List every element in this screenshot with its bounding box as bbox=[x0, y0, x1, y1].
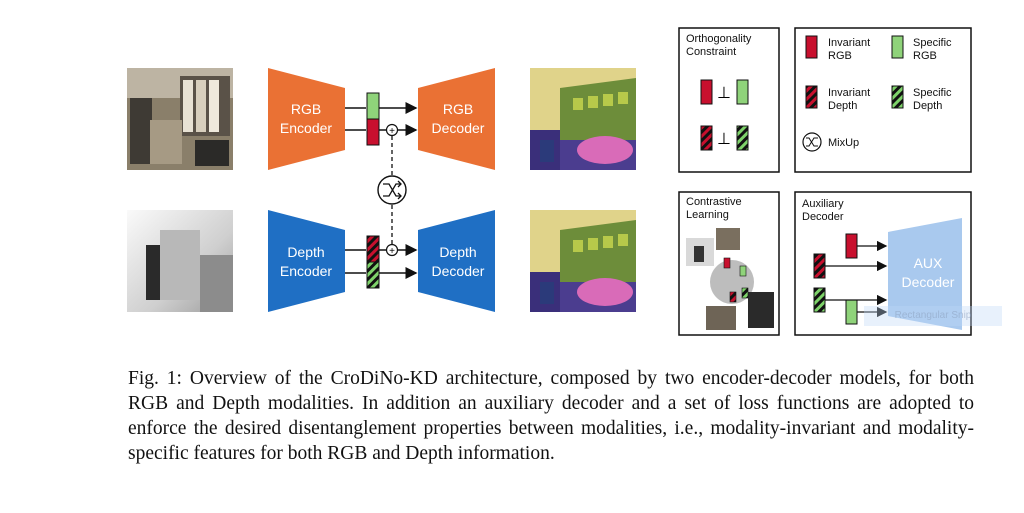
rgb-encoder-label-1: RGB bbox=[291, 101, 321, 117]
aux-decoder-label-1: AUX bbox=[914, 255, 943, 271]
depth-feature-flow: + bbox=[345, 235, 418, 289]
rgb-decoder-label-2: Decoder bbox=[432, 120, 485, 136]
legend-specific-rgb-1: Specific bbox=[913, 37, 952, 49]
rgb-decoder-label-1: RGB bbox=[443, 101, 473, 117]
rgb-plus-node bbox=[385, 123, 399, 137]
figure-caption: Fig. 1: Overview of the CroDiNo-KD archi… bbox=[128, 368, 974, 464]
depth-encoder-label-2: Encoder bbox=[280, 263, 332, 279]
legend-invariant-rgb-1: Invariant bbox=[828, 37, 870, 49]
mixup-node bbox=[377, 136, 407, 244]
svg-text:+: + bbox=[389, 246, 395, 257]
auxiliary-panel: Auxiliary Decoder AUX Decoder bbox=[794, 191, 972, 336]
legend-invariant-rgb-2: RGB bbox=[828, 50, 852, 62]
rgb-decoder: RGB Decoder bbox=[418, 68, 495, 170]
rgb-segmentation-output bbox=[530, 68, 636, 170]
auxiliary-title-1: Auxiliary bbox=[802, 198, 844, 210]
depth-plus-node bbox=[385, 243, 399, 257]
orthogonality-panel: Orthogonality Constraint ⊥ ⊥ bbox=[678, 27, 780, 173]
depth-segmentation-output bbox=[530, 210, 636, 312]
orth-symbol-2: ⊥ bbox=[717, 129, 731, 148]
orth-symbol-1: ⊥ bbox=[717, 83, 731, 102]
orthogonality-title-1: Orthogonality bbox=[686, 33, 752, 45]
depth-specific-feature bbox=[366, 261, 380, 289]
legend-specific-rgb-2: RGB bbox=[913, 50, 937, 62]
contrastive-panel: Contrastive Learning bbox=[678, 191, 780, 336]
depth-encoder-label-1: Depth bbox=[287, 244, 324, 260]
legend-specific-depth-2: Depth bbox=[913, 100, 942, 112]
architecture-figure: RGB Encoder RGB Decoder Depth Encoder De… bbox=[127, 27, 972, 336]
svg-text:+: + bbox=[389, 126, 395, 137]
depth-input-image bbox=[127, 210, 233, 312]
depth-decoder-label-1: Depth bbox=[439, 244, 476, 260]
rgb-feature-flow: + bbox=[345, 92, 418, 146]
rgb-encoder-label-2: Encoder bbox=[280, 120, 332, 136]
contrastive-title-1: Contrastive bbox=[686, 196, 742, 208]
depth-decoder-label-2: Decoder bbox=[432, 263, 485, 279]
orthogonality-title-2: Constraint bbox=[686, 46, 736, 58]
legend-invariant-depth-2: Depth bbox=[828, 100, 857, 112]
contrastive-title-2: Learning bbox=[686, 209, 729, 221]
depth-encoder: Depth Encoder bbox=[268, 210, 345, 312]
legend-panel: Invariant RGB Specific RGB Invariant Dep… bbox=[794, 27, 972, 173]
rgb-encoder: RGB Encoder bbox=[268, 68, 345, 170]
legend-invariant-depth-1: Invariant bbox=[828, 87, 870, 99]
rgb-invariant-feature bbox=[366, 118, 380, 146]
legend-shuffle-icon bbox=[806, 137, 818, 147]
legend-specific-depth-1: Specific bbox=[913, 87, 952, 99]
snip-watermark: Rectangular Snip bbox=[864, 306, 1002, 326]
rgb-input-image bbox=[127, 68, 233, 170]
depth-decoder: Depth Decoder bbox=[418, 210, 495, 312]
auxiliary-title-2: Decoder bbox=[802, 211, 844, 223]
depth-invariant-feature bbox=[366, 235, 380, 263]
aux-decoder-label-2: Decoder bbox=[902, 274, 955, 290]
shuffle-icon bbox=[383, 180, 402, 200]
legend-mixup: MixUp bbox=[828, 137, 859, 149]
rgb-specific-feature bbox=[366, 92, 380, 120]
